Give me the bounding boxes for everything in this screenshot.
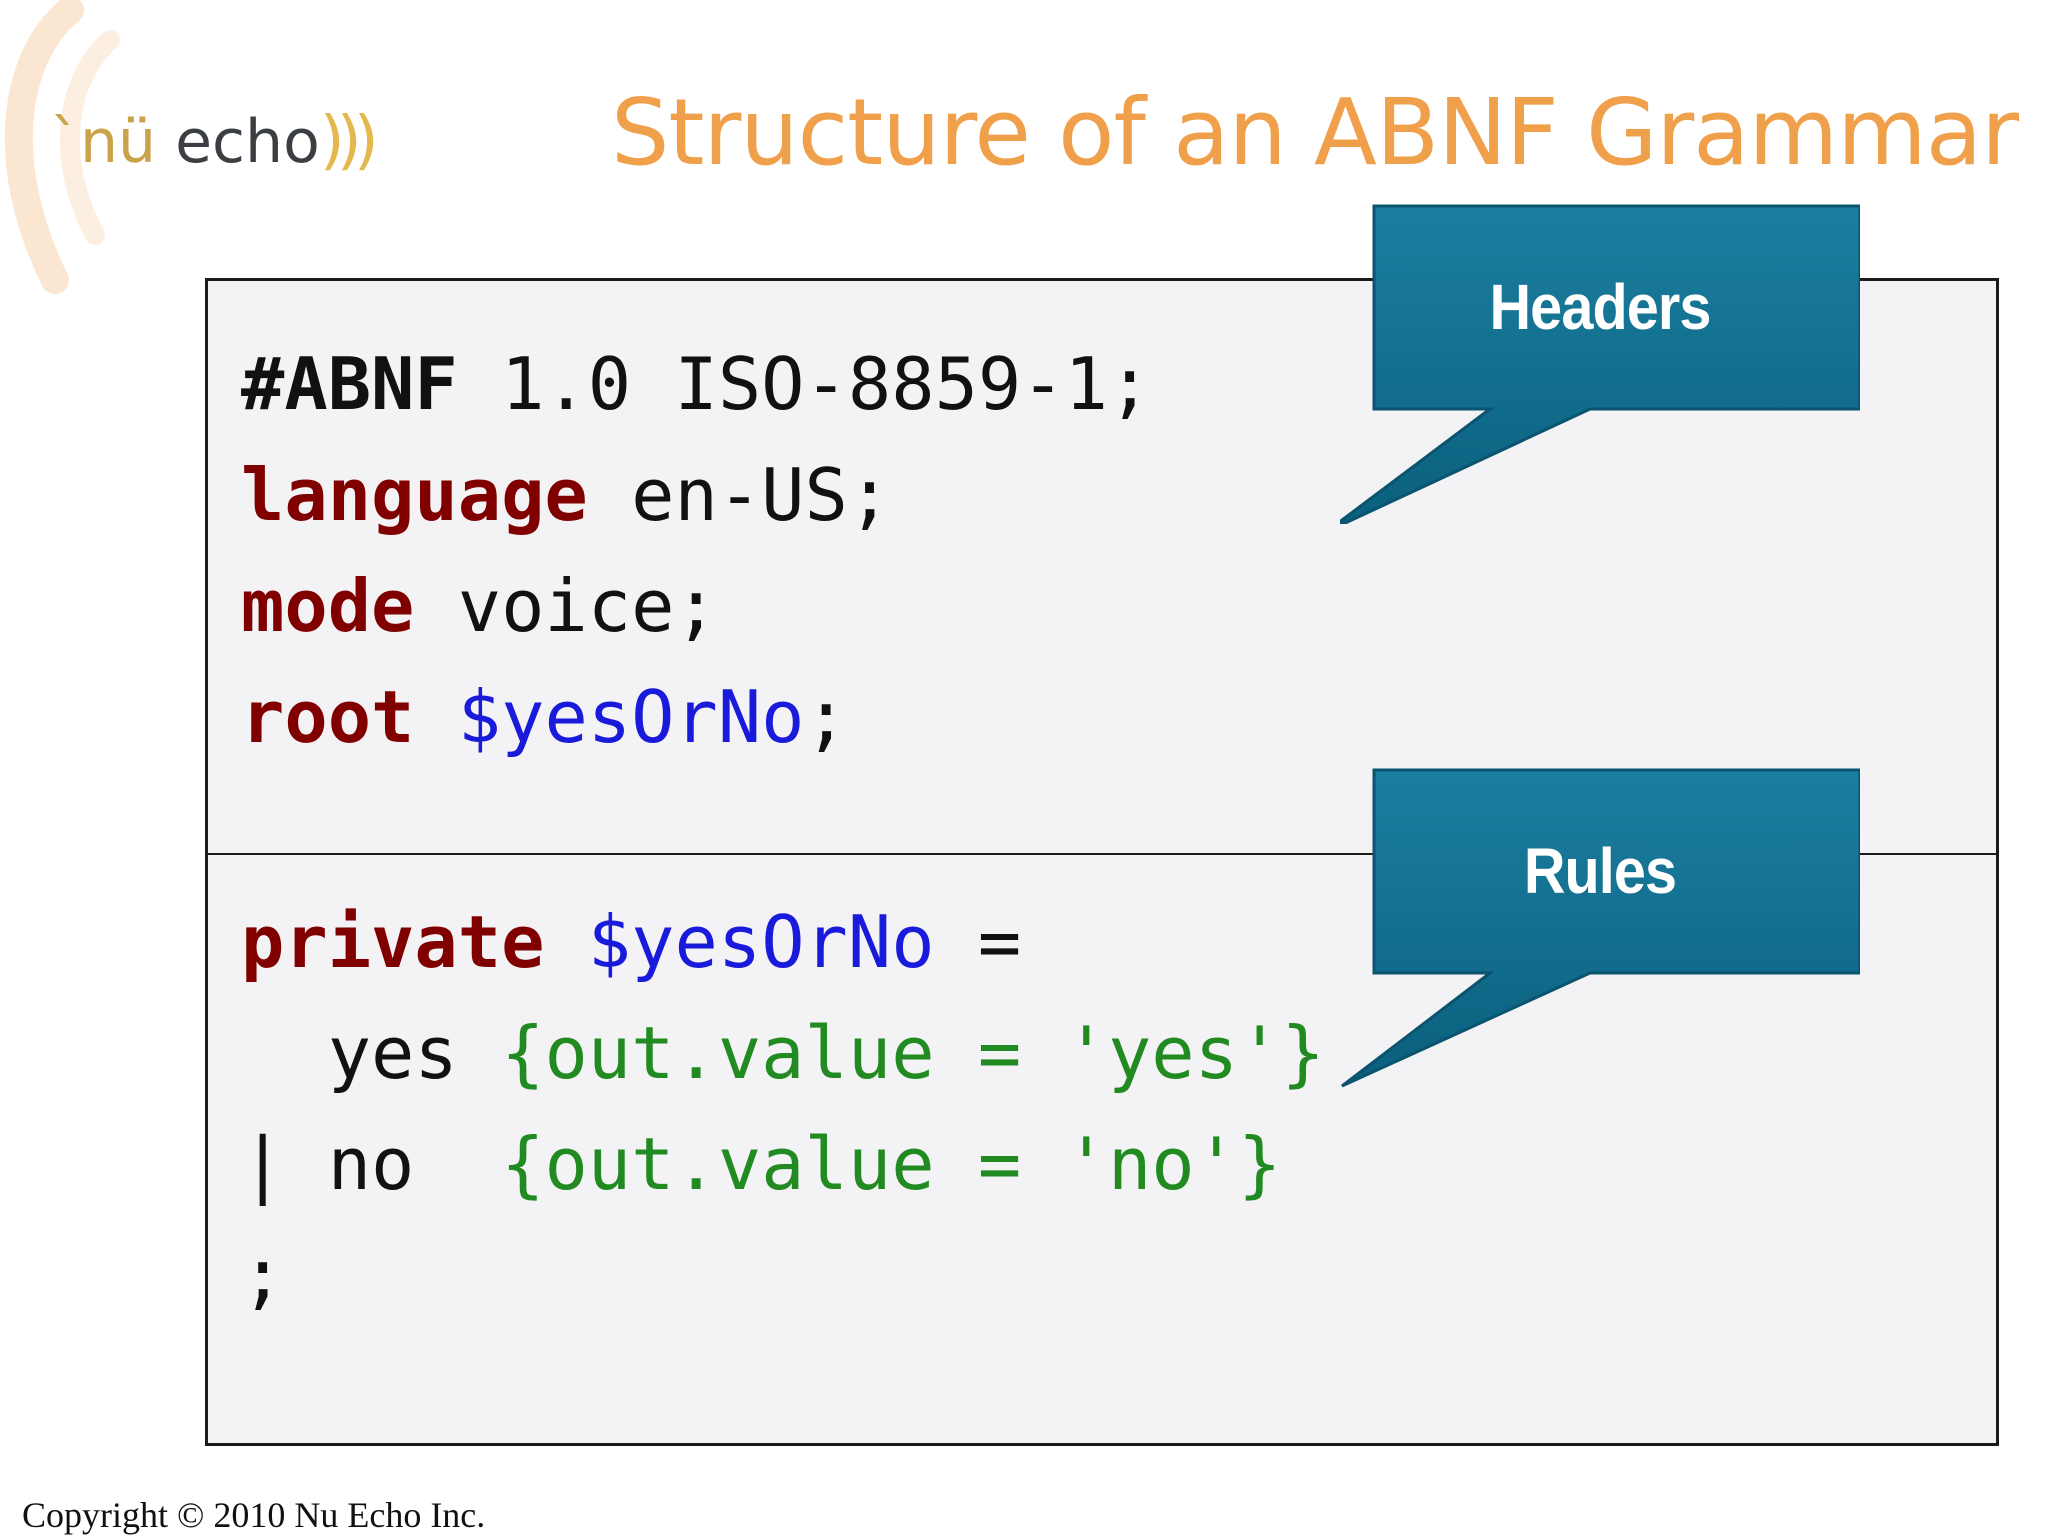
nu-echo-logo: `nü echo))) xyxy=(50,96,379,186)
rules-code-token: $yesOrNo xyxy=(587,900,935,984)
rules-code-line-2: yes {out.value = 'yes'} xyxy=(241,998,1325,1109)
headers-code-line-4: root $yesOrNo; xyxy=(241,662,1151,773)
logo-nu-text: `nü xyxy=(50,107,157,177)
rules-code-token: yes xyxy=(241,1011,502,1095)
rules-code-token: ; xyxy=(241,1233,285,1317)
rules-code-line-1: private $yesOrNo = xyxy=(241,887,1325,998)
rules-code-token: {out.value = 'yes'} xyxy=(501,1011,1325,1095)
headers-code-token: ; xyxy=(804,675,848,759)
rules-code-token: = xyxy=(934,900,1022,984)
rules-callout-label: Rules xyxy=(1523,835,1677,907)
rules-code-token: private xyxy=(241,900,545,984)
slide-title: Structure of an ABNF Grammar xyxy=(610,79,2019,186)
headers-callout-shape xyxy=(1340,204,1860,524)
headers-code-token: #ABNF xyxy=(241,342,458,426)
headers-code-token: mode xyxy=(241,564,415,648)
headers-code-token: en-US; xyxy=(587,453,892,537)
headers-callout-label: Headers xyxy=(1489,271,1711,343)
rules-callout: Rules xyxy=(1340,768,1860,1088)
headers-code-token: root xyxy=(241,675,415,759)
rules-code-block: private $yesOrNo = yes {out.value = 'yes… xyxy=(241,887,1325,1331)
rules-code-token: | no xyxy=(241,1122,502,1206)
rules-code-line-3: | no {out.value = 'no'} xyxy=(241,1109,1325,1220)
headers-code-line-1: #ABNF 1.0 ISO-8859-1; xyxy=(241,329,1151,440)
copyright-footer: Copyright © 2010 Nu Echo Inc. xyxy=(22,1495,486,1535)
headers-code-token xyxy=(414,675,457,759)
headers-code-line-3: mode voice; xyxy=(241,551,1151,662)
headers-code-token: language xyxy=(241,453,588,537)
wave-arcs-decoration xyxy=(4,0,120,294)
headers-code-line-2: language en-US; xyxy=(241,440,1151,551)
logo-sound-waves-icon: ))) xyxy=(319,104,379,178)
headers-callout: Headers xyxy=(1340,204,1860,524)
logo-echo-text: echo xyxy=(156,107,320,177)
headers-code-token: $yesOrNo xyxy=(457,675,805,759)
rules-code-token xyxy=(544,900,587,984)
rules-code-token: {out.value = 'no'} xyxy=(501,1122,1282,1206)
headers-code-block: #ABNF 1.0 ISO-8859-1;language en-US;mode… xyxy=(241,329,1151,773)
section-divider xyxy=(208,853,1996,855)
rules-callout-shape xyxy=(1341,768,1860,1088)
headers-code-token: voice; xyxy=(414,564,718,648)
headers-code-token: 1.0 ISO-8859-1; xyxy=(457,342,1152,426)
rules-code-line-4: ; xyxy=(241,1220,1325,1331)
